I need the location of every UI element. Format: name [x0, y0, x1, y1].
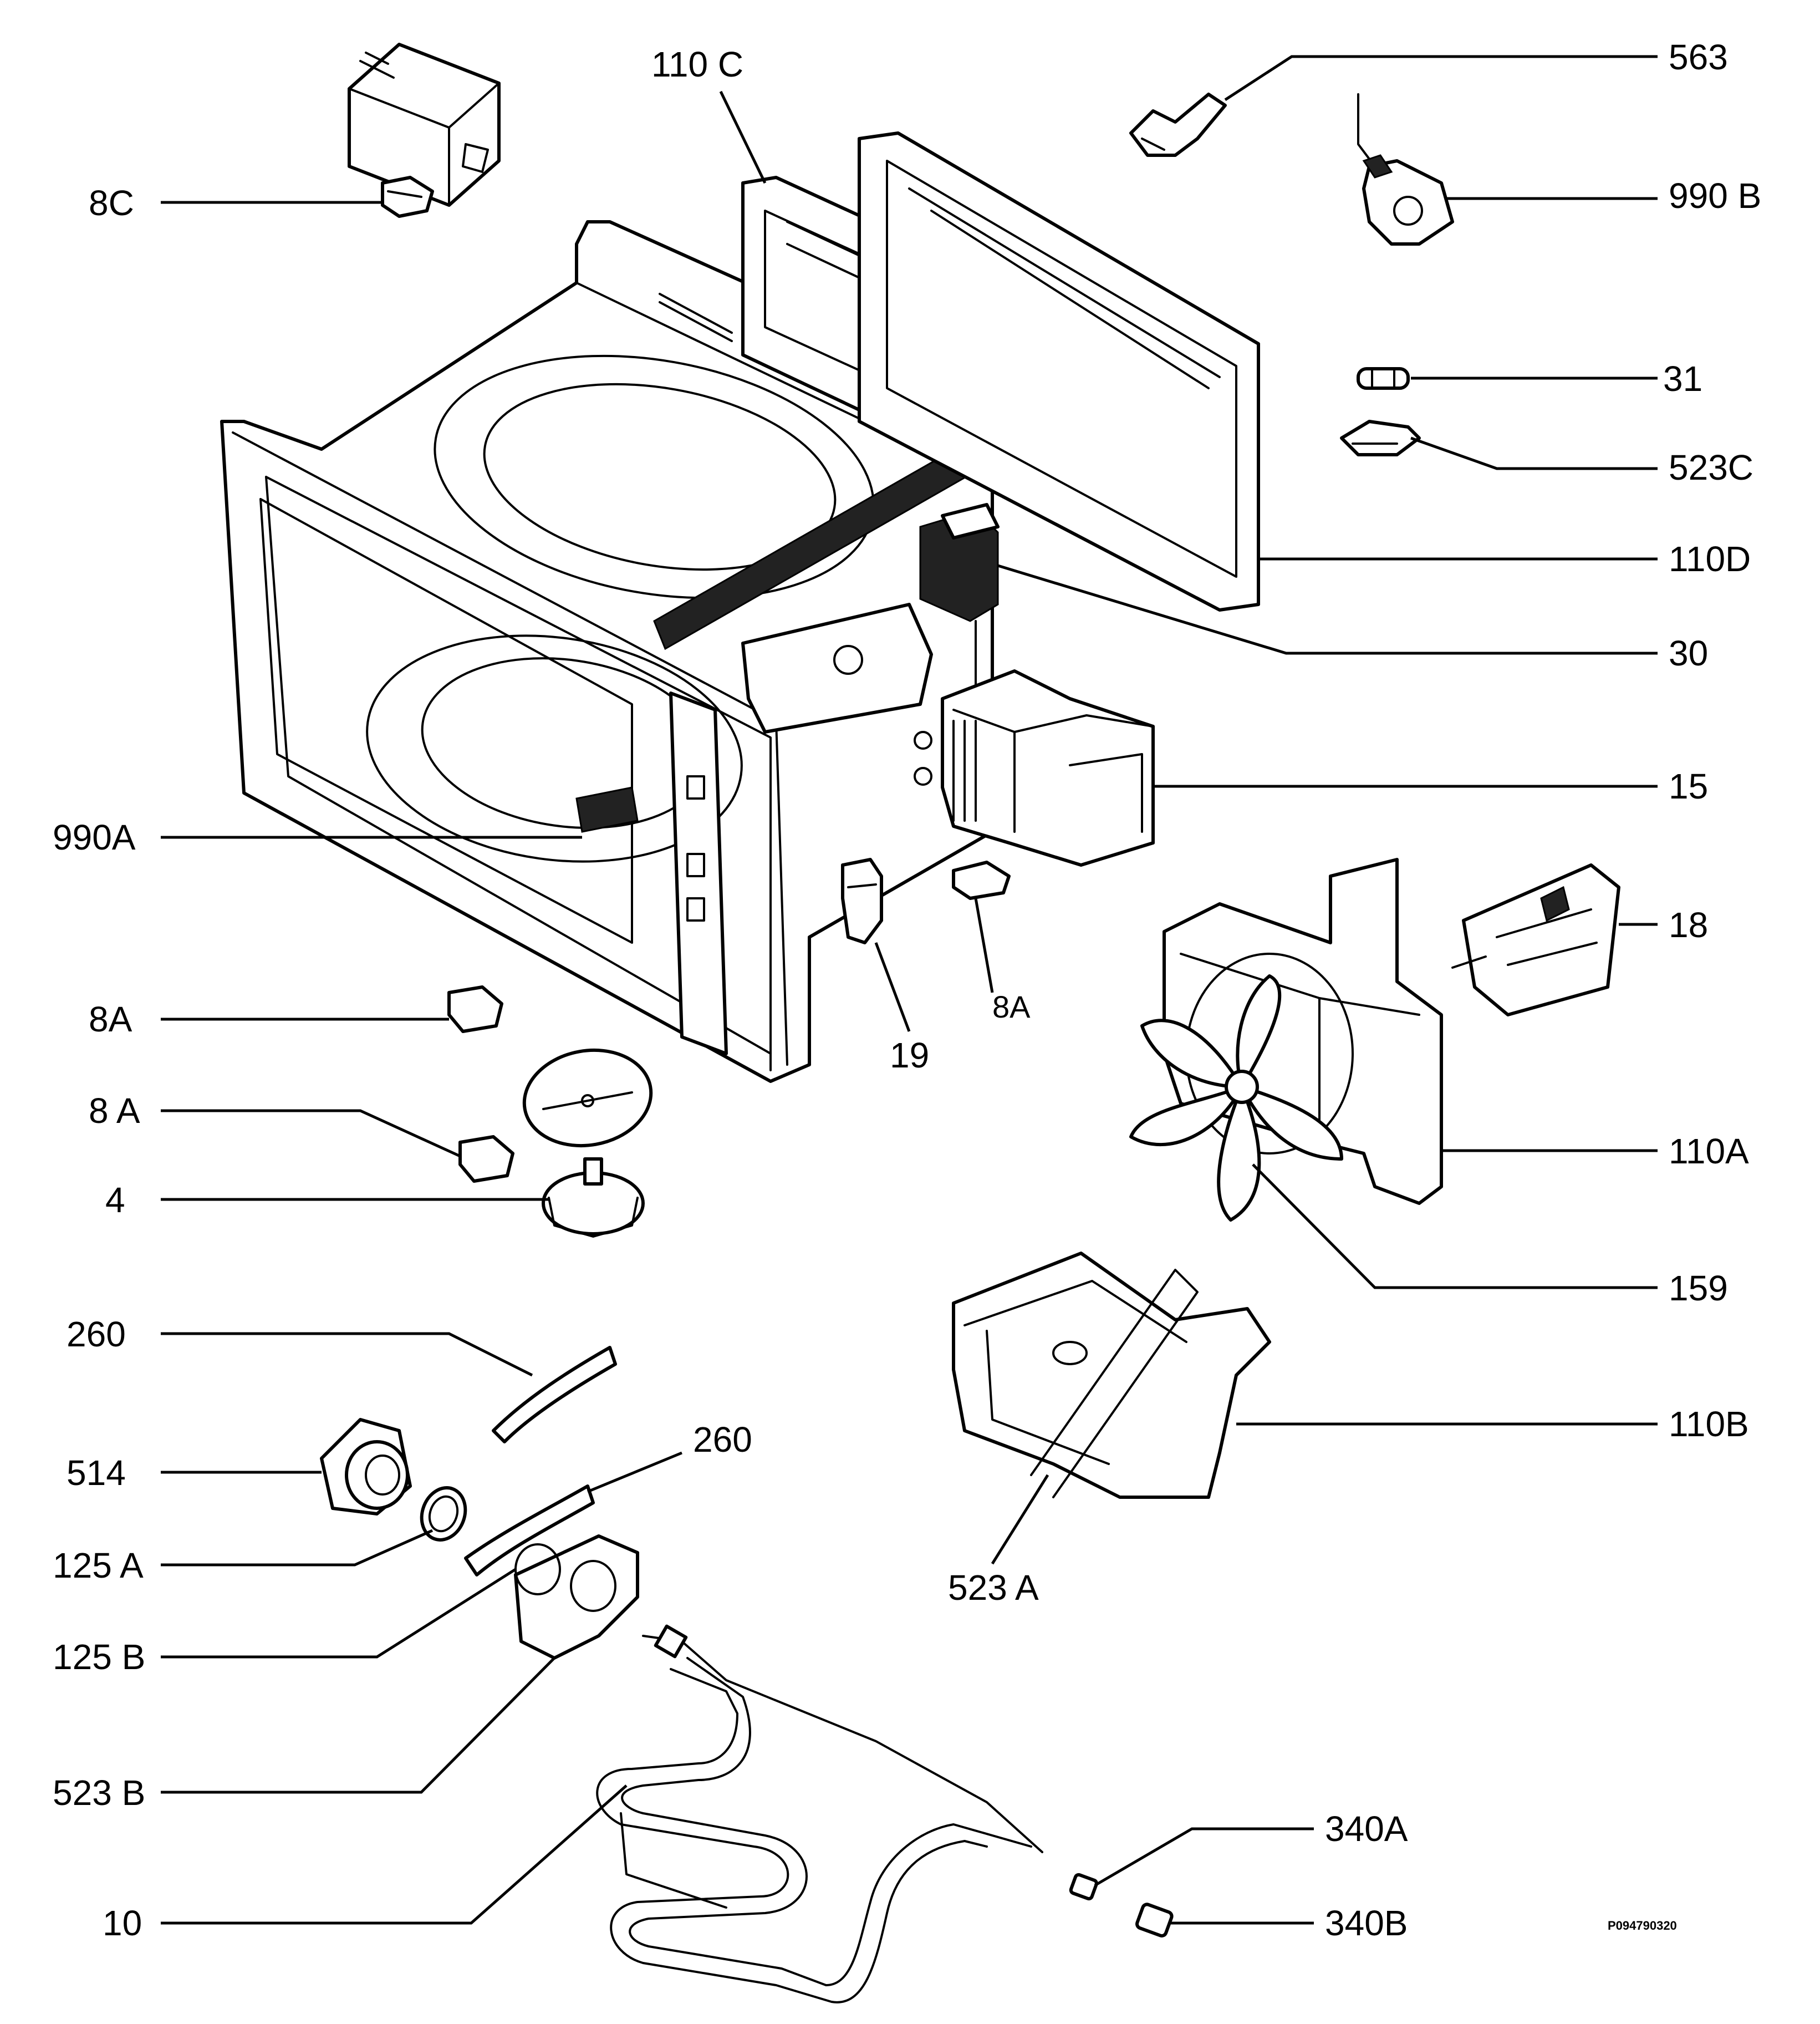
- label-31: 31: [1663, 359, 1702, 399]
- label-110a: 110A: [1669, 1131, 1749, 1171]
- label-260-lower: 260: [693, 1420, 752, 1459]
- part-turntable-plate: [522, 1048, 653, 1148]
- label-8c: 8C: [89, 183, 134, 223]
- label-340a: 340A: [1325, 1809, 1408, 1849]
- label-110c: 110 C: [651, 44, 743, 84]
- label-990b: 990 B: [1669, 176, 1761, 216]
- label-523b: 523 B: [53, 1773, 145, 1813]
- label-30: 30: [1669, 633, 1708, 673]
- part-block-30: [919, 503, 1000, 700]
- label-563: 563: [1669, 37, 1728, 77]
- part-magnetron-15: [914, 669, 1155, 867]
- part-capacitor: [348, 43, 501, 207]
- label-260-upper: 260: [67, 1314, 126, 1354]
- part-bracket-523b: [514, 1534, 639, 1660]
- part-clip-8c: [381, 176, 434, 218]
- label-125b: 125 B: [53, 1637, 145, 1677]
- label-8a-mid: 8A: [992, 989, 1031, 1024]
- part-lamp-19: [841, 858, 883, 944]
- label-514: 514: [67, 1453, 126, 1493]
- part-heating-element-10: [596, 1624, 1043, 2003]
- callout-labels: 8C 110 C 563 990 B 31 523C 110D 30 15 99…: [53, 37, 1761, 1943]
- part-oven-cavity: [220, 220, 994, 1083]
- part-fuse-31: [1357, 367, 1410, 390]
- label-340b: 340B: [1325, 1903, 1408, 1943]
- part-clip-8a-lower: [458, 1135, 514, 1183]
- part-nut-340b: [1135, 1903, 1174, 1937]
- part-clip-8a-mid: [952, 861, 1011, 900]
- part-ring-125a: [420, 1486, 467, 1542]
- part-rivet-563: [1129, 93, 1227, 157]
- part-strap-260-upper: [492, 1346, 617, 1443]
- label-19: 19: [890, 1035, 929, 1075]
- part-motor-18: [1451, 863, 1620, 1016]
- label-4: 4: [105, 1180, 125, 1220]
- label-15: 15: [1669, 766, 1708, 806]
- drawing-reference-code: P094790320: [1608, 1919, 1677, 1933]
- part-knob-514: [320, 1418, 412, 1516]
- part-strap-260-lower: [464, 1484, 595, 1577]
- label-523c: 523C: [1669, 447, 1753, 487]
- part-fuse-holder-523c: [1340, 420, 1421, 456]
- part-nut-340a: [1069, 1873, 1098, 1901]
- part-duct-110b: [952, 1252, 1271, 1499]
- part-fan-159: [1129, 974, 1343, 1222]
- part-clip-8a-upper: [447, 985, 503, 1033]
- part-plug-990b: [1357, 93, 1454, 246]
- label-990a: 990A: [53, 817, 136, 857]
- leader-lines: [161, 55, 1658, 1925]
- label-159: 159: [1669, 1268, 1728, 1308]
- label-18: 18: [1669, 905, 1708, 945]
- label-8a-lower: 8 A: [89, 1091, 140, 1131]
- label-125a: 125 A: [53, 1545, 144, 1585]
- label-110b: 110B: [1669, 1404, 1749, 1444]
- label-110d: 110D: [1669, 539, 1751, 579]
- label-523a: 523 A: [948, 1568, 1039, 1608]
- part-frame-110d: [858, 131, 1260, 612]
- label-8a-upper: 8A: [89, 999, 132, 1039]
- label-10: 10: [103, 1903, 142, 1943]
- part-turntable-motor-4: [542, 1157, 645, 1238]
